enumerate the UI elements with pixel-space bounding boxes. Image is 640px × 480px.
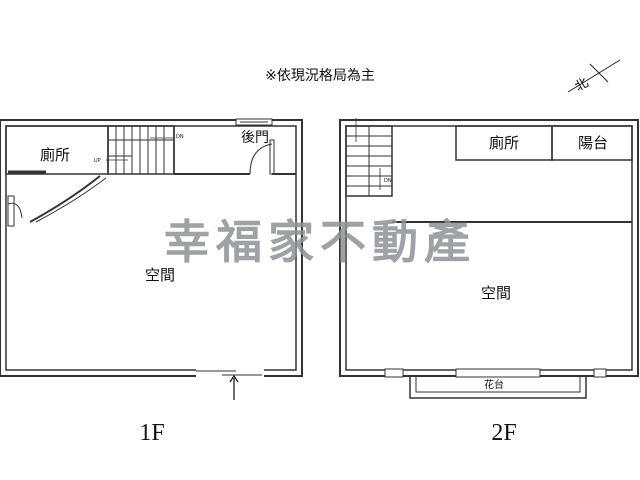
- floor-2-title: 2F: [491, 420, 516, 446]
- floor-1-back-door-label: 後門: [241, 130, 269, 146]
- floor-2-space-label: 空間: [481, 284, 511, 302]
- north-label: 北: [573, 75, 592, 94]
- north-arrow-icon: 北: [567, 59, 621, 95]
- floor-2-balcony-label: 陽台: [578, 134, 608, 152]
- floor-2-balcony-room: [551, 125, 633, 161]
- floor-1-title: 1F: [139, 420, 164, 446]
- floor-2-planter-label: 花台: [484, 378, 504, 391]
- layout-note: ※依現況格局為主: [265, 68, 375, 84]
- floor-2-plan: DN 廁所 陽台 空間 花台: [339, 118, 639, 399]
- floor-1-plan: UP DN 廁所 後門 空間: [0, 118, 303, 400]
- floor-2-planter: [409, 376, 587, 399]
- floor-1-space-label: 空間: [145, 266, 175, 284]
- floor-2-toilet-label: 廁所: [489, 134, 519, 152]
- floor-1-stairs-dn-mark: DN: [176, 134, 184, 140]
- floor-1-toilet-label: 廁所: [40, 146, 70, 164]
- watermark: 幸福家不動產: [164, 215, 476, 269]
- floor-1-stairs-up-mark: UP: [94, 158, 101, 164]
- floor-2-stairs-dn-mark: DN: [384, 178, 392, 184]
